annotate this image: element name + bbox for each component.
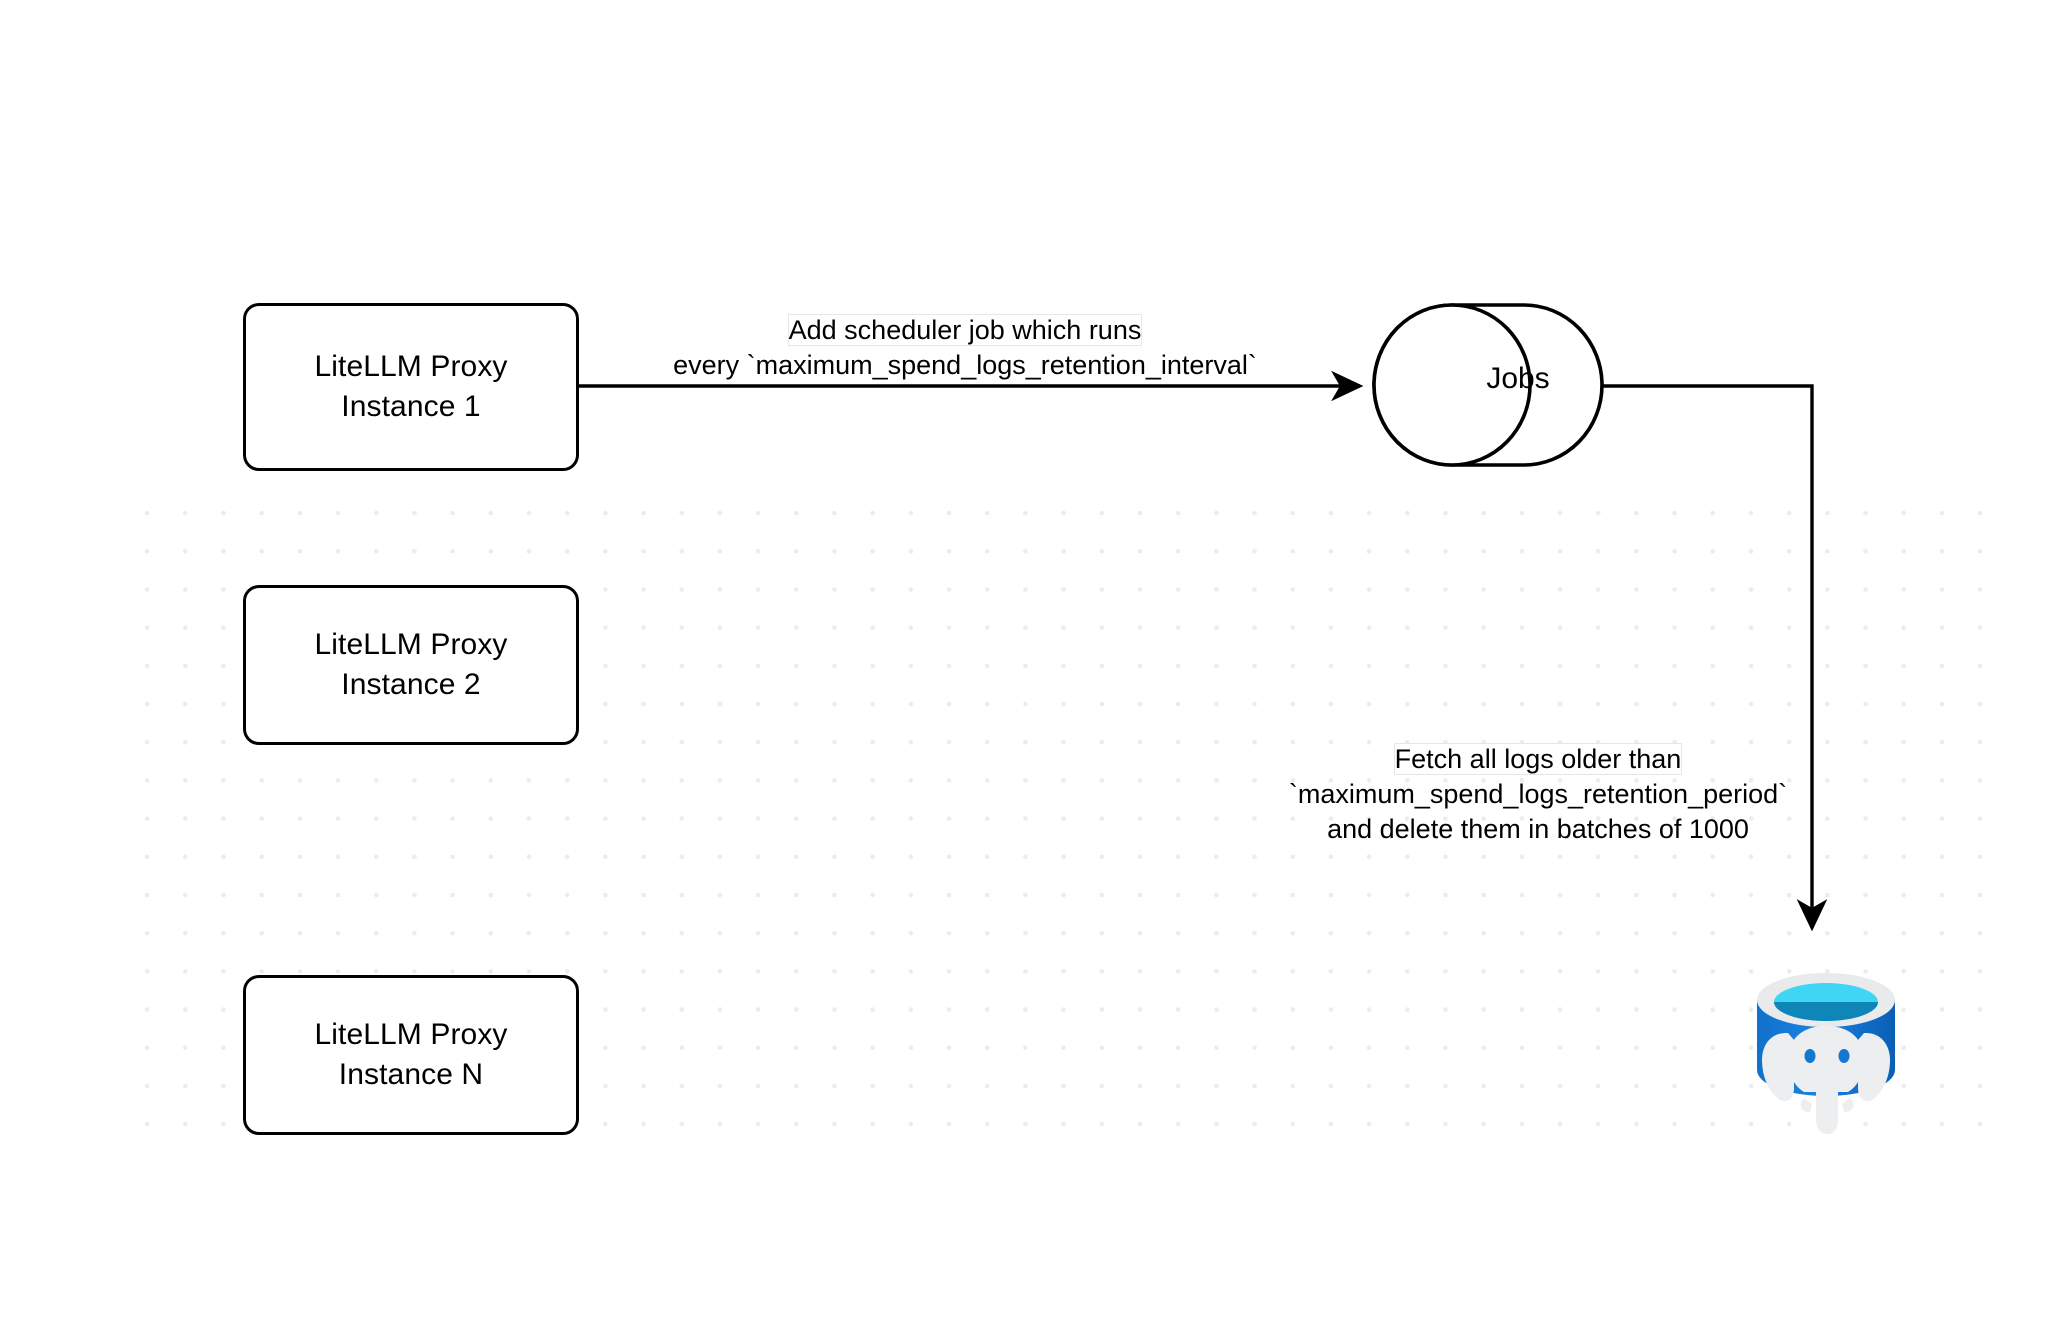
postgres-database-icon bbox=[1757, 973, 1895, 1134]
jobs-cylinder bbox=[1372, 303, 1604, 467]
node-label-line-1: LiteLLM Proxy bbox=[314, 1018, 508, 1052]
edge-label-line-1: Add scheduler job which runs bbox=[788, 315, 1142, 345]
edge-label-line-2: every `maximum_spend_logs_retention_inte… bbox=[673, 350, 1257, 381]
edge-label-fetch: Fetch all logs older than `maximum_spend… bbox=[1258, 742, 1818, 847]
edge-label-scheduler: Add scheduler job which runs every `maxi… bbox=[612, 313, 1318, 383]
node-label-line-2: Instance N bbox=[338, 1058, 484, 1091]
connector-jobs-to-database bbox=[1602, 384, 1828, 932]
node-litellm-proxy-instance-2[interactable]: LiteLLM Proxy Instance 2 bbox=[243, 585, 579, 745]
node-litellm-proxy-instance-n[interactable]: LiteLLM Proxy Instance N bbox=[243, 975, 579, 1135]
node-label-line-2: Instance 1 bbox=[341, 390, 481, 423]
node-label-jobs: Jobs bbox=[1486, 362, 1550, 395]
edge-label-line-1: Fetch all logs older than bbox=[1394, 744, 1682, 774]
edge-label-line-3: and delete them in batches of 1000 bbox=[1327, 814, 1749, 845]
node-label-line-1: LiteLLM Proxy bbox=[314, 350, 508, 384]
edge-label-line-2: `maximum_spend_logs_retention_period` bbox=[1288, 779, 1788, 810]
node-label-line-2: Instance 2 bbox=[341, 668, 481, 701]
node-litellm-proxy-instance-1[interactable]: LiteLLM Proxy Instance 1 bbox=[243, 303, 579, 471]
postgres-elephant-logo bbox=[1762, 1026, 1890, 1134]
node-label-line-1: LiteLLM Proxy bbox=[314, 628, 508, 662]
